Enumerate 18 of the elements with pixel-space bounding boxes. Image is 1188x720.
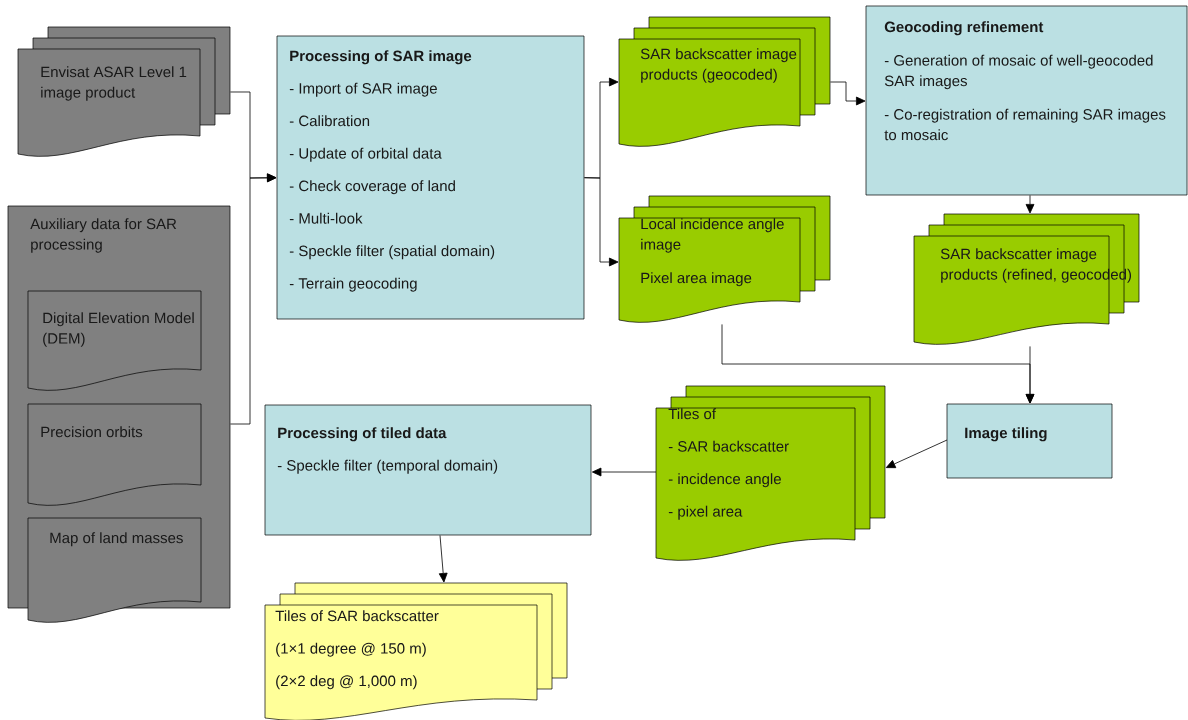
arrow: [438, 535, 448, 583]
arrow: [830, 81, 866, 106]
document-stack: Local incidence angle image Pixel area image: [618, 195, 831, 323]
arrow: [592, 467, 657, 477]
arrow: [1025, 195, 1035, 214]
process-box: Processing of SAR image - Import of SAR image - Calibration - Update of orbital data - Check coverage of land - Multi-look - Speckle filter (spatial domain) - Terrain geocoding: [276, 35, 585, 320]
process-box: Geocoding refinement - Generation of mosaic of well-geocoded SAR images - Co-registration of remaining SAR images to mosaic: [865, 5, 1188, 196]
process-box: Image tiling: [946, 403, 1113, 479]
document-stack: Tiles of SAR backscatter (1×1 degree @ 150 m) (2×2 deg @ 1,000 m): [264, 582, 568, 720]
arrow: [885, 439, 948, 469]
document-stack: SAR backscatter image products (refined, geocoded): [913, 213, 1140, 345]
document-stack: SAR backscatter image products (geocoded): [618, 16, 831, 147]
arrow: [1025, 346, 1035, 404]
arrow: [584, 177, 619, 267]
process-box: Processing of tiled data - Speckle filter (temporal domain): [264, 404, 592, 536]
document-stack: Tiles of - SAR backscatter - incidence angle - pixel area: [655, 385, 886, 561]
document-stack: Envisat ASAR Level 1 image product: [17, 26, 231, 157]
arrow: [230, 173, 277, 425]
